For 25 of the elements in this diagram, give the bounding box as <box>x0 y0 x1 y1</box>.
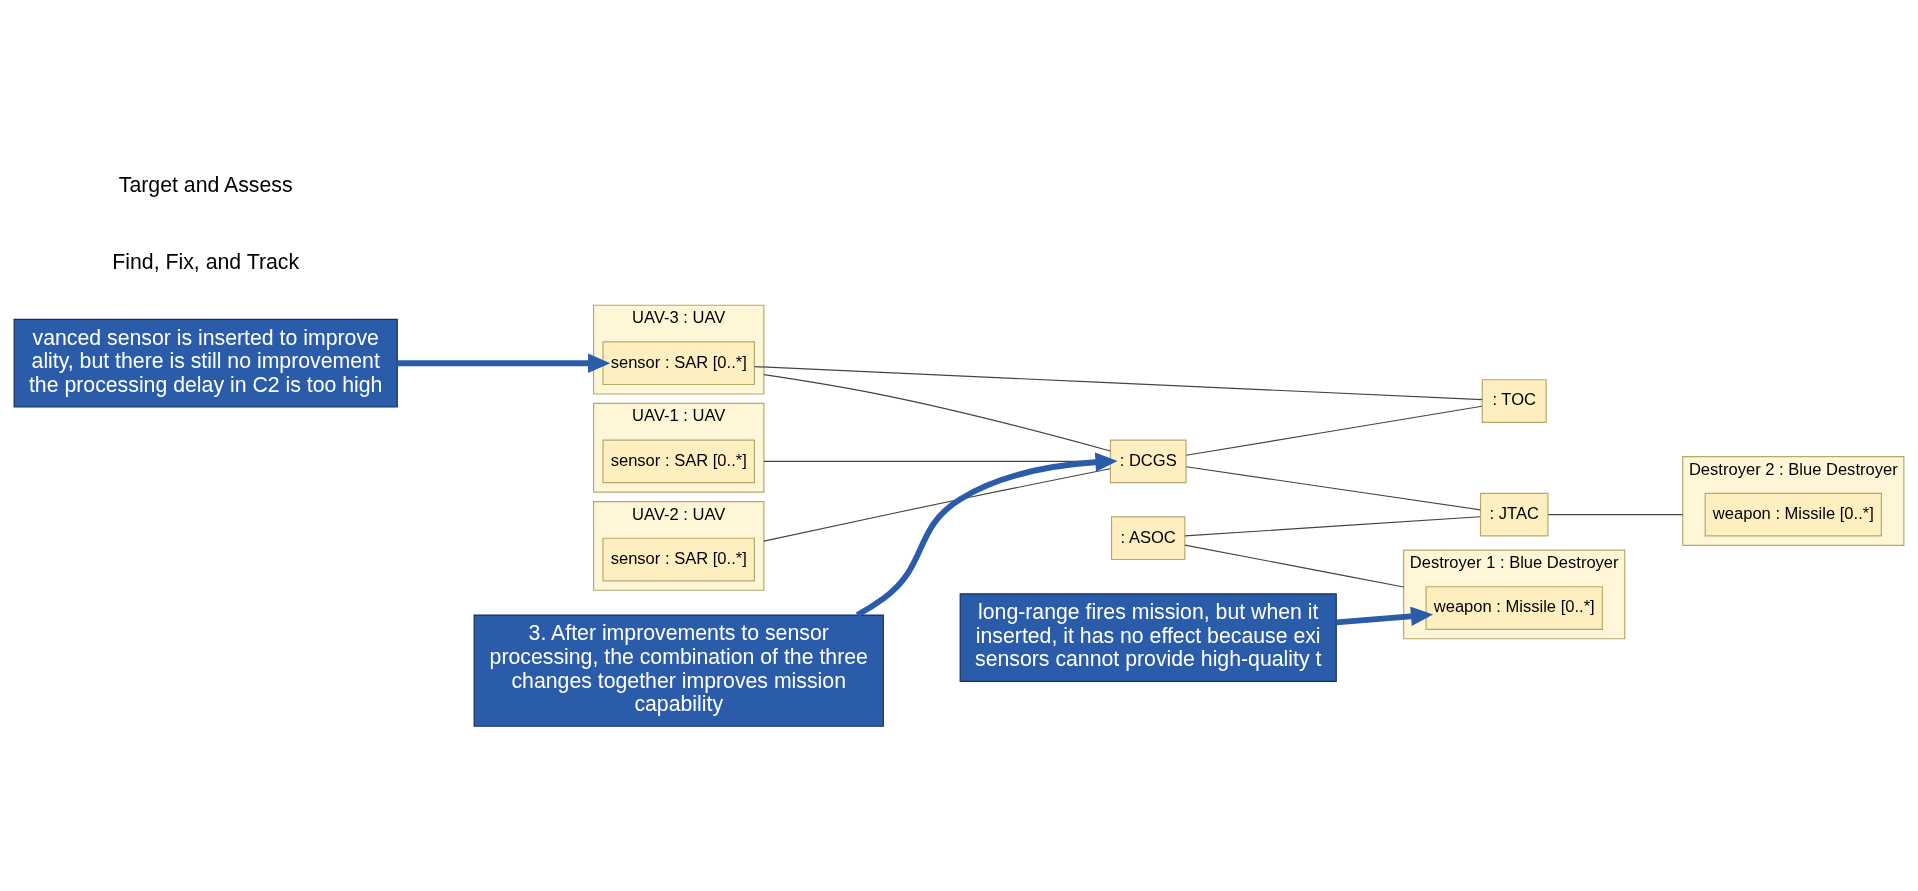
node-box: weapon : Missile [0..*] <box>1704 492 1882 536</box>
node-box: vanced sensor is inserted to improve ality, but there is still no improvement the processing delay in C2 is too high <box>13 318 398 408</box>
label: Target and Assess <box>118 172 293 197</box>
node-box: weapon : Missile [0..*] <box>1425 585 1603 630</box>
connector <box>1547 513 1684 515</box>
connector <box>1184 543 1405 588</box>
node-box: sensor : SAR [0..*] <box>602 340 755 385</box>
node-box: 3. After improvements to sensor processing, the combination of the three changes together improves mission capability <box>473 614 884 727</box>
connector <box>754 365 1483 400</box>
label: Find, Fix, and Track <box>112 249 300 274</box>
arrow <box>397 353 611 373</box>
node-box: long-range fires mission, but when it inserted, it has no effect because exi sensors cannot provide high-quality t <box>959 592 1337 682</box>
connector <box>763 467 1111 542</box>
node-box: : ASOC <box>1110 515 1186 560</box>
node-box: : TOC <box>1481 378 1547 423</box>
arrow <box>855 452 1118 618</box>
node-box: sensor : SAR [0..*] <box>602 537 755 581</box>
node-box: : DCGS <box>1109 439 1187 483</box>
node-box: : JTAC <box>1479 492 1549 536</box>
connector <box>1185 465 1481 510</box>
node-box: sensor : SAR [0..*] <box>602 439 755 483</box>
connector <box>1185 405 1483 456</box>
arrow <box>1336 606 1434 626</box>
connector <box>1184 515 1481 536</box>
connector <box>763 373 1111 452</box>
